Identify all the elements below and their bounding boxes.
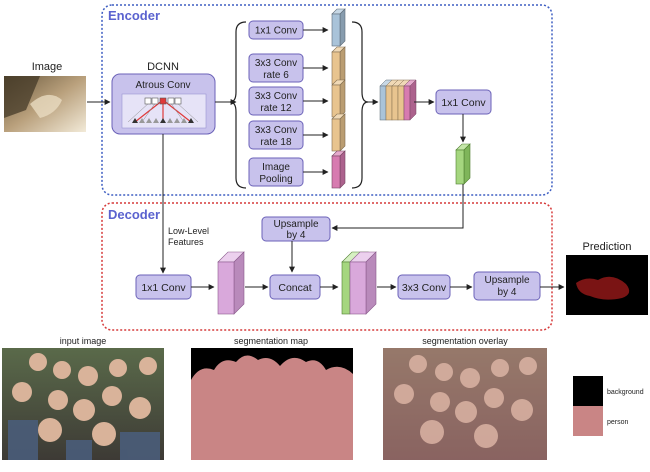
aspp-branch-2-line1: 3x3 Conv bbox=[255, 91, 297, 102]
aspp-feature-3 bbox=[331, 113, 346, 152]
encoder-frame bbox=[101, 4, 553, 196]
legend-label: background bbox=[607, 389, 644, 396]
atrous-kernel-icon bbox=[127, 97, 199, 123]
aspp-feature-4 bbox=[331, 150, 346, 189]
aspp-right-brace bbox=[351, 21, 369, 189]
low-level-line2: Features bbox=[168, 237, 204, 247]
encoder-to-upsample-arrow bbox=[331, 184, 464, 231]
prediction-label: Prediction bbox=[583, 241, 632, 253]
decoder-3x3-conv-label: 3x3 Conv bbox=[402, 282, 447, 294]
aspp-feature-2 bbox=[331, 79, 346, 118]
low-level-1x1-conv-label: 1x1 Conv bbox=[141, 282, 186, 294]
aspp-branch-4-line2: Pooling bbox=[259, 174, 292, 185]
segmentation-overlay-image bbox=[383, 348, 547, 460]
segmentation-legend: background person bbox=[573, 376, 644, 436]
aspp-branch-3-line2: rate 18 bbox=[260, 137, 292, 148]
aspp-concat-features bbox=[379, 79, 417, 121]
segmentation-overlay-label: segmentation overlay bbox=[422, 336, 508, 346]
upsample-1-line2: by 4 bbox=[287, 230, 306, 241]
low-level-line1: Low-Level bbox=[168, 226, 209, 236]
aspp-feature-1 bbox=[331, 46, 346, 85]
aspp-branch-0-line1: 1x1 Conv bbox=[255, 26, 297, 37]
decoder-concat: Concat bbox=[269, 274, 321, 300]
upsample-2: Upsample by 4 bbox=[473, 271, 541, 301]
input-photo bbox=[4, 76, 86, 132]
legend-label: person bbox=[607, 419, 629, 426]
upsample-2-line2: by 4 bbox=[498, 287, 517, 298]
input-image-photo bbox=[2, 348, 164, 460]
legend-item-person: person bbox=[573, 406, 629, 436]
legend-swatch bbox=[573, 406, 603, 436]
legend-item-background: background bbox=[573, 376, 644, 406]
upsample-1-line1: Upsample bbox=[273, 219, 318, 230]
aspp-branch-0: 1x1 Conv bbox=[248, 8, 346, 47]
aspp-feature-0 bbox=[331, 8, 346, 47]
aspp-branch-4-line1: Image bbox=[262, 162, 290, 173]
segmentation-map-label: segmentation map bbox=[234, 336, 308, 346]
prediction-map bbox=[566, 255, 648, 315]
dcnn-title: DCNN bbox=[147, 61, 179, 73]
low-level-1x1-conv: 1x1 Conv bbox=[135, 274, 192, 300]
decoder-3x3-conv: 3x3 Conv bbox=[397, 274, 451, 300]
upsample-2-line1: Upsample bbox=[484, 275, 529, 286]
aspp-branch-3-line1: 3x3 Conv bbox=[255, 125, 297, 136]
encoder-title: Encoder bbox=[108, 8, 160, 23]
encoder-1x1-conv: 1x1 Conv bbox=[435, 89, 492, 115]
encoder-output-feature bbox=[455, 143, 471, 185]
encoder-1x1-conv-label: 1x1 Conv bbox=[441, 97, 486, 109]
aspp-left-brace bbox=[229, 21, 247, 189]
decoder-concat-label: Concat bbox=[278, 282, 311, 294]
upsample-1: Upsample by 4 bbox=[261, 216, 331, 242]
image-label: Image bbox=[32, 61, 63, 73]
dcnn-block: Atrous Conv bbox=[111, 73, 216, 135]
atrous-conv-label: Atrous Conv bbox=[135, 80, 190, 91]
concat-slice-4 bbox=[403, 79, 417, 121]
decoder-title: Decoder bbox=[108, 207, 160, 222]
low-level-feature bbox=[217, 251, 245, 315]
aspp-branch-1-line2: rate 6 bbox=[263, 70, 289, 81]
decoder-concat-feature bbox=[341, 251, 377, 315]
aspp-branch-2-line2: rate 12 bbox=[260, 103, 292, 114]
aspp-branch-1-line1: 3x3 Conv bbox=[255, 58, 297, 69]
segmentation-map-image bbox=[191, 348, 353, 460]
legend-swatch bbox=[573, 376, 603, 406]
input-image-label: input image bbox=[60, 336, 107, 346]
